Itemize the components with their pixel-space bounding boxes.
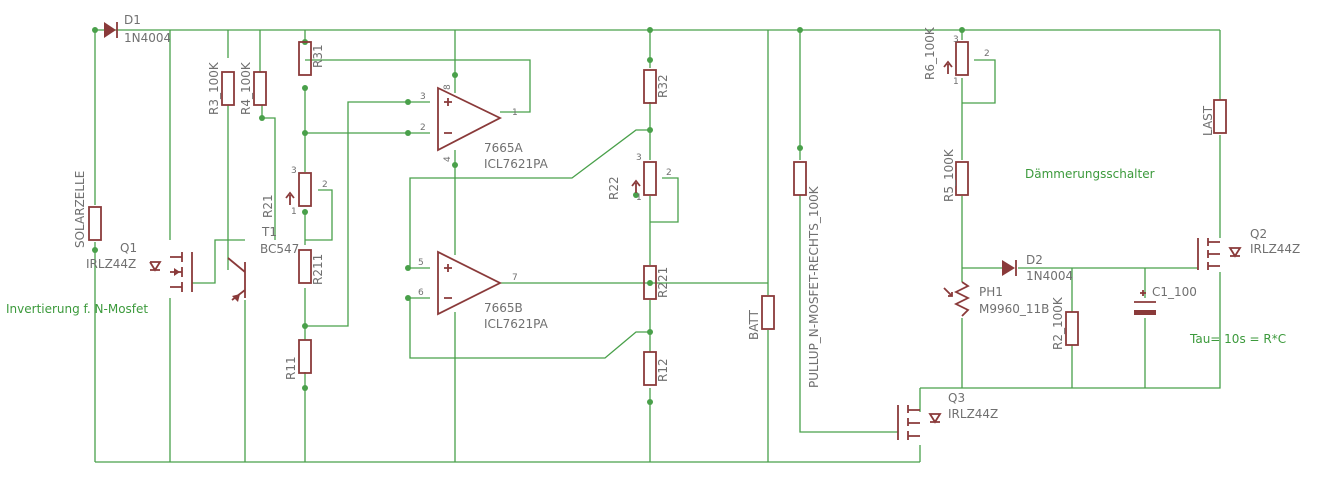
annotations: Invertierung f. N-Mosfet Dämmerungsschal… [6,167,1286,346]
solar-cell-symbol [88,206,102,241]
label-r22: R22 [607,176,621,200]
label-d1-name: D1 [124,13,141,27]
pin-label: 2 [420,123,426,133]
label-r4: R4_100K [239,61,253,115]
label-pullup: PULLUP_N-MOSFET-RECHTS_100K [807,185,821,388]
label-u1b-value: ICL7621PA [484,317,549,331]
resistor-r32 [643,69,657,104]
label-solar: SOLARZELLE [73,171,87,248]
battery-batt [761,295,775,330]
wires [94,29,1221,463]
resistor-last [1213,99,1227,134]
label-r11: R11 [284,356,298,380]
label-t1-name: T1 [261,225,277,239]
pin-label: 1 [291,207,297,217]
label-u1a-name: 7665A [484,141,524,155]
label-q2-value: IRLZ44Z [1250,242,1300,256]
label-r6: R6_100K [923,26,937,80]
note-twilight-switch: Dämmerungsschalter [1025,167,1155,181]
resistor-r3 [221,71,235,106]
capacitor-c1 [1134,290,1156,315]
pin-label: 4 [443,156,453,162]
pin-label: 7 [512,273,518,283]
resistor-r211 [298,249,312,284]
pin-label: 2 [322,180,328,190]
potentiometer-r21 [285,172,312,207]
resistor-r221 [643,265,657,300]
resistor-r4 [253,71,267,106]
label-q2-name: Q2 [1250,227,1267,241]
opamp-7665b [437,250,503,316]
resistor-r12 [643,351,657,386]
note-inverter: Invertierung f. N-Mosfet [6,302,148,316]
label-r3: R3_100K [207,61,221,115]
pin-label: 3 [420,92,426,102]
resistor-r2 [1065,311,1079,346]
label-u1a-value: ICL7621PA [484,157,549,171]
label-d2-name: D2 [1026,253,1043,267]
label-last: LAST [1201,105,1215,136]
label-q3-name: Q3 [948,391,965,405]
label-r5: R5_100K [942,148,956,202]
label-r31: R31 [311,44,325,68]
potentiometer-r6 [943,41,969,76]
label-q3-value: IRLZ44Z [948,407,998,421]
pin-label: 6 [418,288,424,298]
resistor-r31 [298,41,312,76]
label-r32: R32 [656,74,670,98]
transistor-t1 [227,257,246,302]
pin-label: 8 [443,84,453,90]
label-d1-value: 1N4004 [124,31,171,45]
resistor-r5 [955,161,969,196]
mosfet-q3 [897,405,942,440]
pin-label: 3 [636,153,642,163]
pin-label: 2 [666,168,672,178]
note-tau: Tau= 10s = R*C [1189,332,1286,346]
label-r12: R12 [656,358,670,382]
label-r221: R221 [656,267,670,298]
component-labels: D1 1N4004 SOLARZELLE Q1 IRLZ44Z R3_100K … [73,13,1300,421]
label-batt: BATT [747,309,761,340]
diode-d2 [1002,260,1017,276]
label-r2: R2_100K [1051,296,1065,350]
opamp-7665a [437,86,503,152]
potentiometer-r22 [631,161,657,196]
label-q1-name: Q1 [120,241,137,255]
pin-label: 5 [418,258,424,268]
label-ph1-name: PH1 [979,285,1003,299]
label-q1-value: IRLZ44Z [86,257,136,271]
label-u1b-name: 7665B [484,301,523,315]
pin-label: 1 [636,193,642,203]
label-c1: C1_100 [1152,285,1197,299]
mosfet-q1 [149,252,193,292]
resistor-pullup [793,161,807,196]
label-ph1-value: M9960_11B [979,302,1049,316]
resistor-r11 [298,339,312,374]
pin-numbers: 3 2 1 8 4 5 6 7 3 2 1 3 2 1 3 2 1 [291,35,990,298]
label-d2-value: 1N4004 [1026,269,1073,283]
photoresistor-ph1 [943,281,971,317]
pin-label: 1 [512,108,518,118]
pin-label: 1 [953,77,959,87]
label-r211: R211 [311,254,325,285]
diode-d1 [104,22,118,38]
pin-label: 3 [953,35,959,45]
pin-label: 2 [984,49,990,59]
junctions [92,27,965,405]
label-t1-value: BC547 [260,242,299,256]
label-r21: R21 [261,194,275,218]
mosfet-q2 [1197,238,1242,270]
pin-label: 3 [291,166,297,176]
